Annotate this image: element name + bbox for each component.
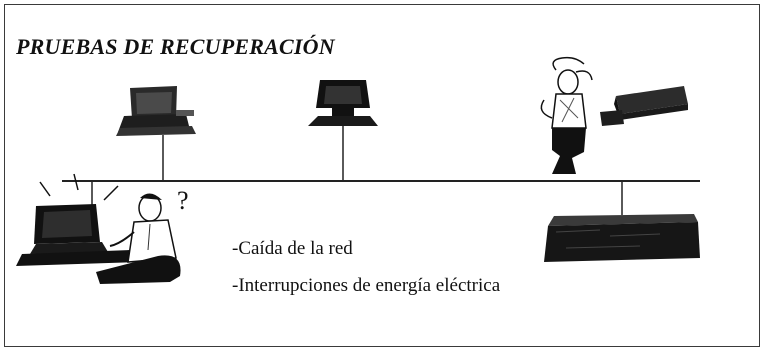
server-box-icon bbox=[544, 214, 700, 262]
printer-icon bbox=[600, 86, 688, 126]
desktop-computer-icon bbox=[116, 86, 196, 136]
bullet-power-interruption: -Interrupciones de energía eléctrica bbox=[232, 275, 501, 296]
slide-frame bbox=[4, 4, 760, 347]
terminal-computer-icon bbox=[308, 80, 378, 126]
slide-title: PRUEBAS DE RECUPERACIÓN bbox=[16, 34, 335, 59]
user-at-computer-icon bbox=[16, 173, 181, 284]
bullet-network-failure: -Caída de la red bbox=[232, 238, 353, 259]
question-mark-symbol: ? bbox=[177, 186, 189, 215]
confused-person-icon bbox=[540, 56, 593, 174]
